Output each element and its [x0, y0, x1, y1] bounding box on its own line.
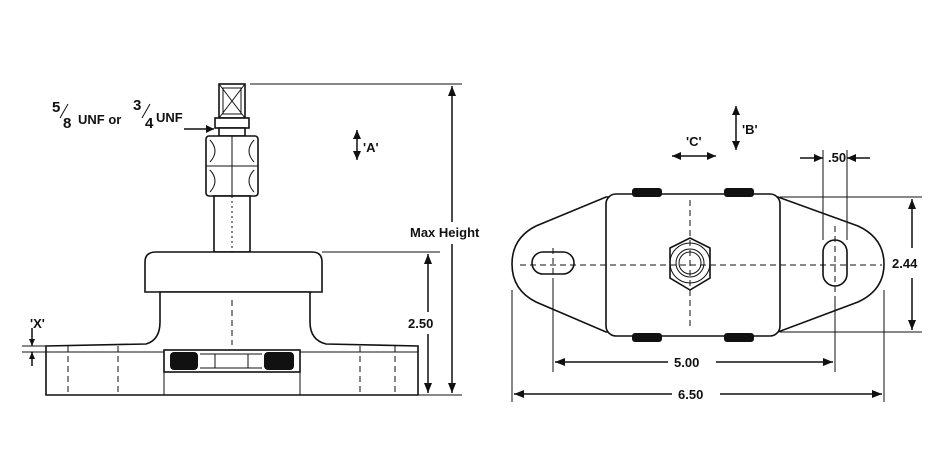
label-b: 'B'	[742, 122, 758, 137]
stud-washer	[214, 117, 250, 129]
pad-top-left	[632, 188, 662, 197]
hole-spacing-500-label: 5.00	[674, 355, 699, 370]
stud-shaft	[213, 195, 251, 253]
thread-fraction-denominator-2: 4	[145, 115, 154, 132]
height-250-label: 2.50	[408, 316, 433, 331]
direction-b-indicator: 'B'	[732, 106, 758, 150]
mount-top-cap	[144, 251, 323, 293]
label-x: 'X'	[30, 316, 45, 331]
max-height-label: Max Height	[410, 225, 480, 240]
label-c: 'C'	[686, 134, 702, 149]
length-650-dimension: 6.50	[511, 290, 885, 402]
height-250-dimension: 2.50	[322, 251, 462, 396]
thickness-x-dimension: 'X'	[22, 316, 46, 366]
stud-hex-head	[218, 83, 246, 119]
width-244-label: 2.44	[892, 256, 918, 271]
top-view: 'B' 'C' .50 2.44	[511, 106, 922, 402]
side-view: 5 8 UNF or 3 4 UNF 'A' Max Height	[22, 83, 480, 396]
thread-spec-or: UNF or	[78, 112, 121, 127]
thread-spec-unf: UNF	[156, 110, 183, 125]
thread-fraction-numerator-1: 5	[52, 99, 60, 116]
pad-bottom-right	[724, 333, 754, 342]
offset-050-label: .50	[828, 150, 846, 165]
bolt-head-right	[264, 352, 294, 370]
length-650-label: 6.50	[678, 387, 703, 402]
thread-fraction-numerator-2: 3	[133, 97, 141, 114]
hole-spacing-500-dimension: 5.00	[552, 282, 836, 372]
thread-spec-label: 5 8 UNF or 3 4 UNF	[52, 97, 214, 133]
bolt-head-left	[170, 352, 198, 370]
direction-c-indicator: 'C'	[672, 134, 716, 160]
hex-nuts	[205, 135, 259, 197]
stud-collar	[218, 127, 246, 137]
pad-top-right	[724, 188, 754, 197]
direction-a-indicator: 'A'	[353, 130, 379, 160]
max-height-dimension: Max Height	[250, 83, 480, 393]
label-a: 'A'	[363, 140, 379, 155]
thread-fraction-denominator-1: 8	[63, 115, 71, 132]
offset-050-dimension: .50	[800, 150, 870, 240]
width-244-dimension: 2.44	[780, 196, 922, 333]
pad-bottom-left	[632, 333, 662, 342]
